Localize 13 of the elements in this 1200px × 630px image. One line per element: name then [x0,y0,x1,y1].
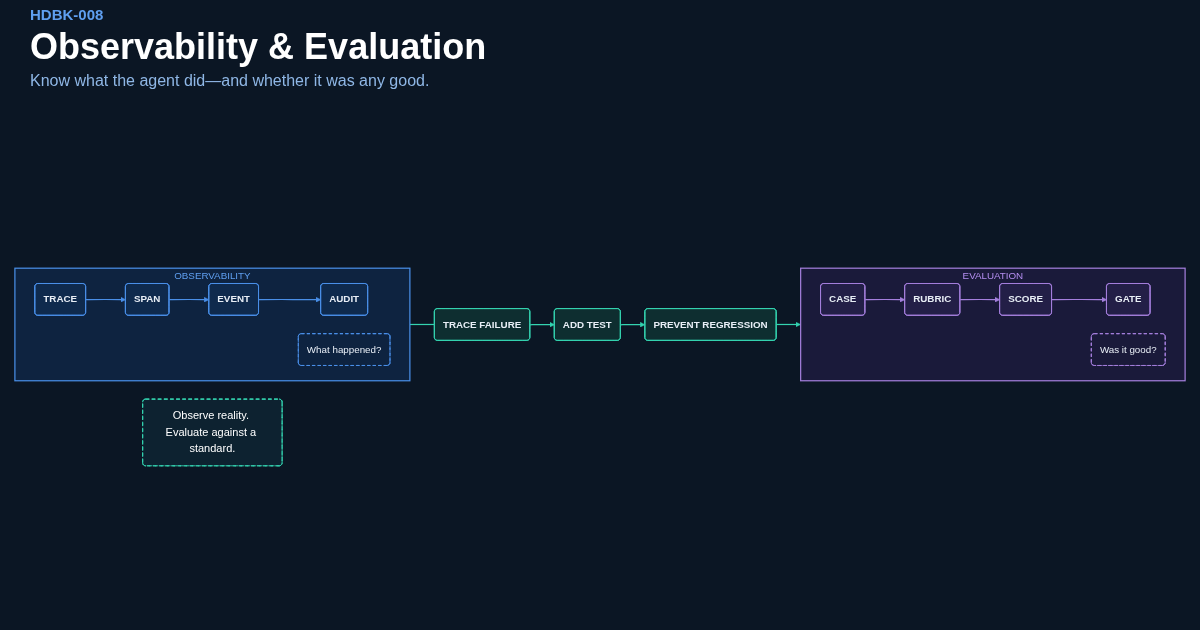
arrow [775,321,801,328]
arrow [258,296,322,303]
arrow [959,296,1001,303]
arrow [864,296,906,303]
subtitle: Know what the agent did—and whether it was any good. [30,72,430,90]
title: Observability & Evaluation [30,26,487,68]
document-code: HDBK-008 [30,6,104,23]
connector [409,323,435,326]
arrow [85,296,126,303]
arrow [1051,296,1107,303]
arrow [620,321,646,328]
arrow [168,296,210,303]
arrow [529,321,555,328]
